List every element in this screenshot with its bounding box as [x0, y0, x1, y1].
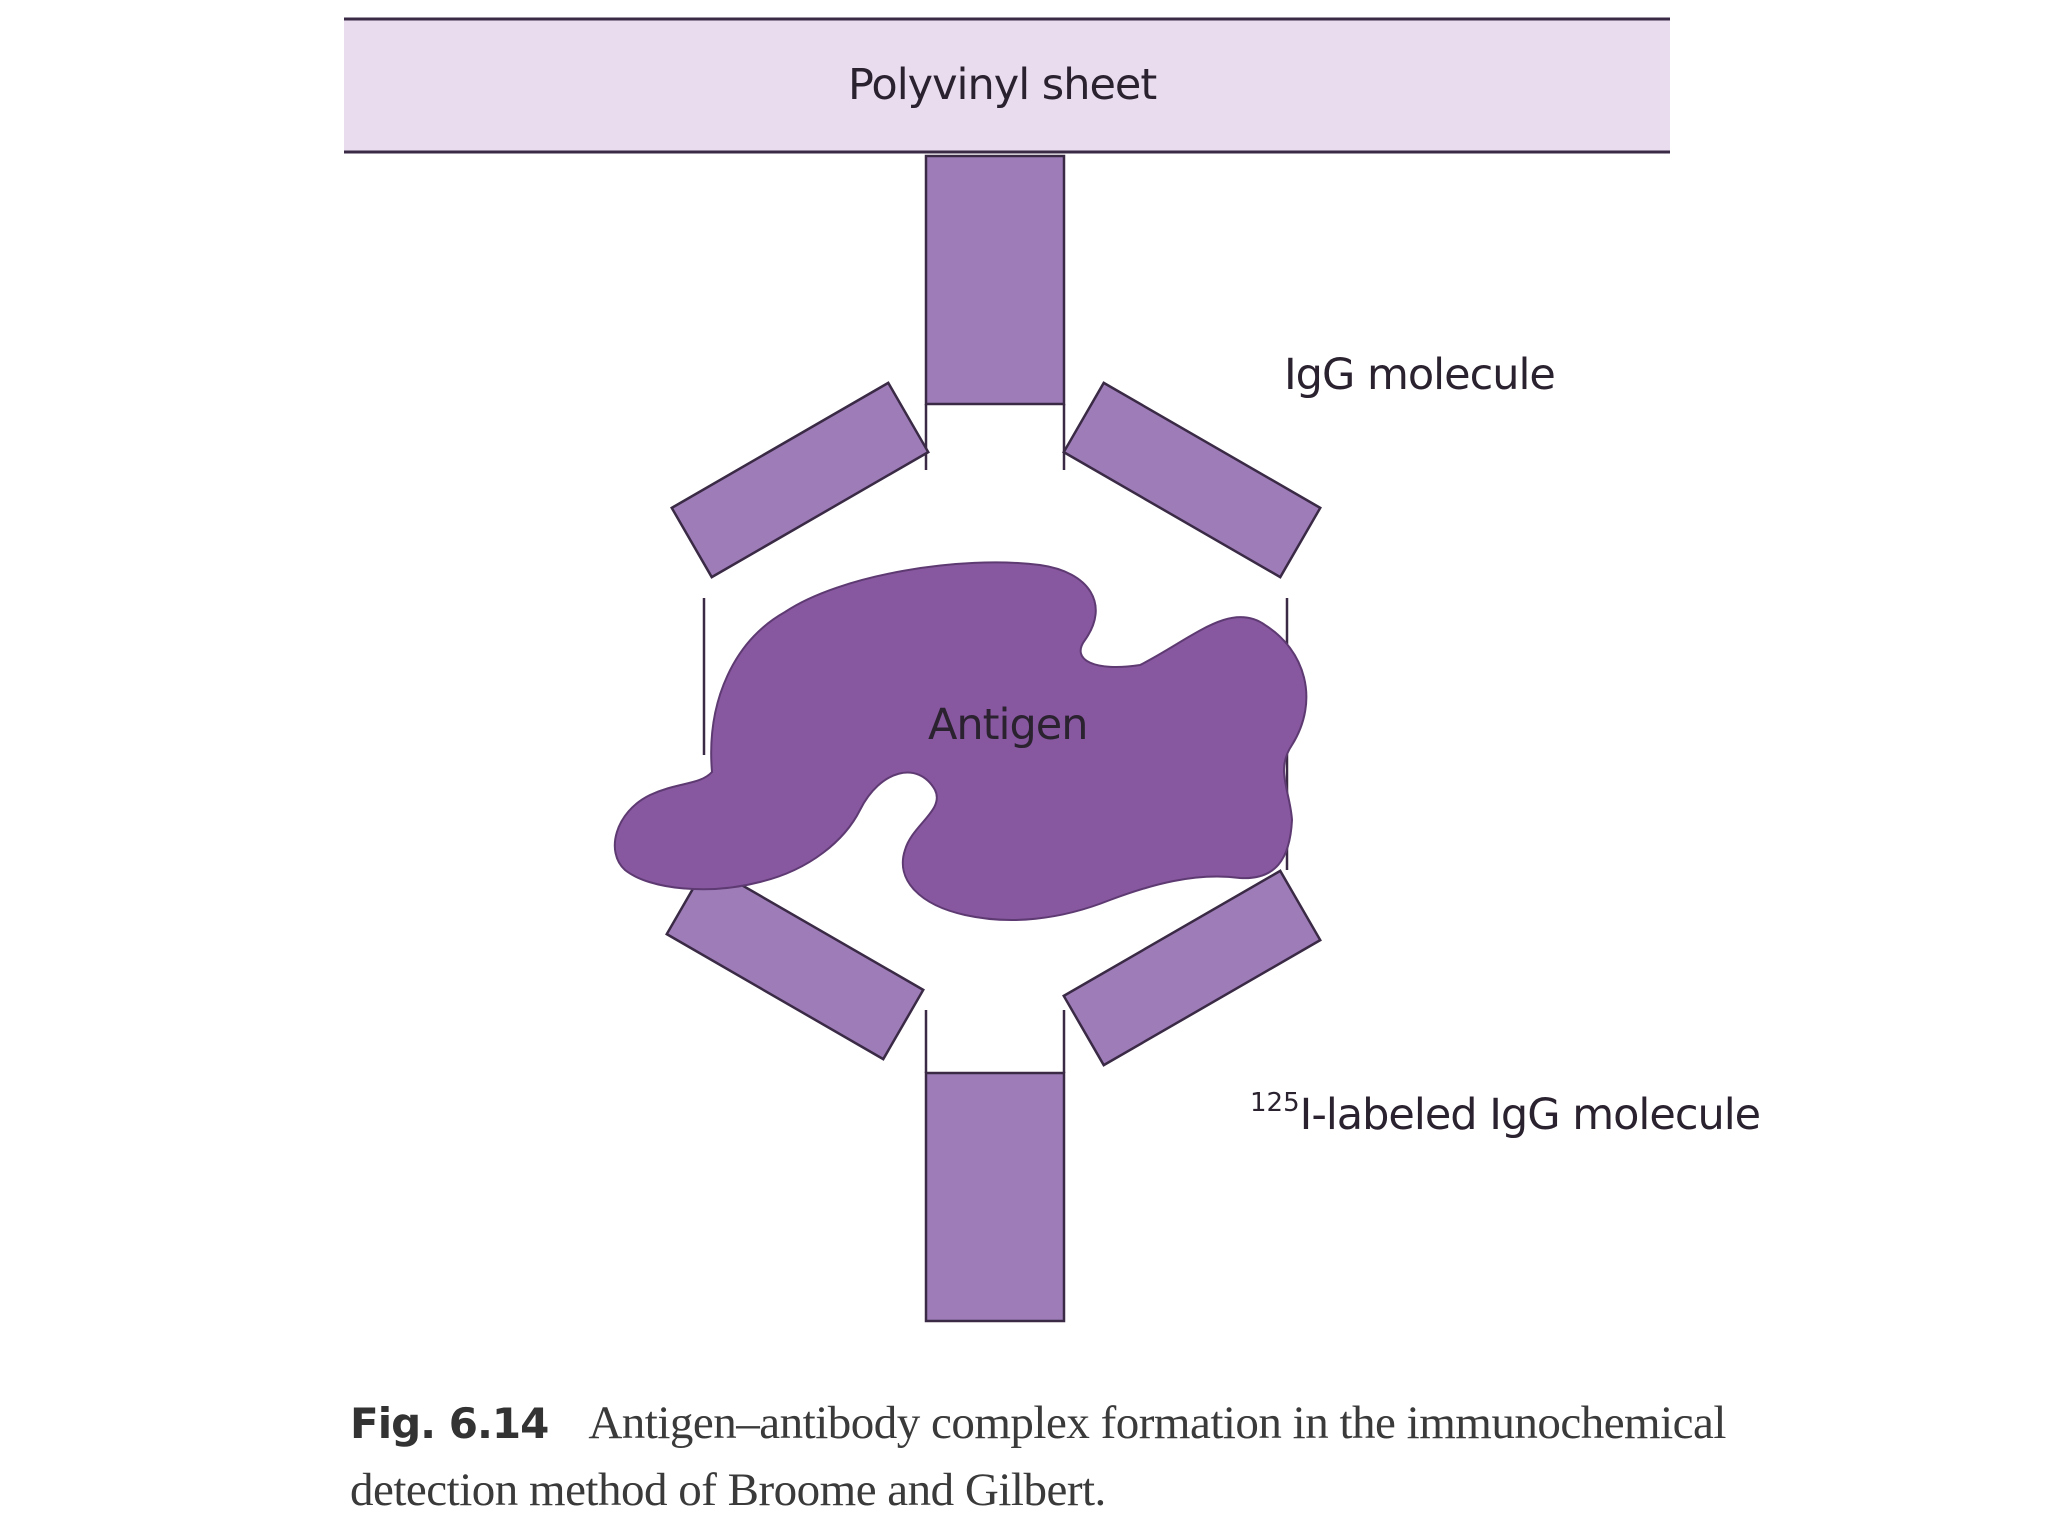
igg-molecule-label: IgG molecule	[1284, 350, 1556, 400]
igg-right-arm	[1062, 381, 1322, 579]
caption-text: Antigen–antibody complex formation in th…	[350, 1397, 1726, 1516]
isotope-superscript: 125	[1250, 1088, 1300, 1118]
figure-number: Fig. 6.14	[350, 1399, 549, 1448]
antigen-shape	[613, 561, 1308, 921]
labeled-igg-right-arm	[1062, 869, 1322, 1067]
labeled-igg-label-text: I-labeled IgG molecule	[1299, 1090, 1761, 1140]
antigen-label: Antigen	[928, 700, 1088, 750]
polyvinyl-sheet	[344, 20, 1670, 152]
igg-molecule	[670, 154, 1322, 870]
igg-left-arm	[670, 381, 930, 579]
polyvinyl-sheet-label: Polyvinyl sheet	[848, 60, 1157, 110]
labeled-igg-molecule	[665, 863, 1322, 1323]
igg-hinge-lines	[924, 404, 1066, 470]
labeled-igg-left-arm	[665, 863, 925, 1061]
igg-stem	[924, 154, 1066, 406]
labeled-igg-hinge-lines	[924, 1010, 1066, 1073]
labeled-igg-label: 125I-labeled IgG molecule	[1250, 1088, 1761, 1140]
labeled-igg-stem	[924, 1071, 1066, 1323]
